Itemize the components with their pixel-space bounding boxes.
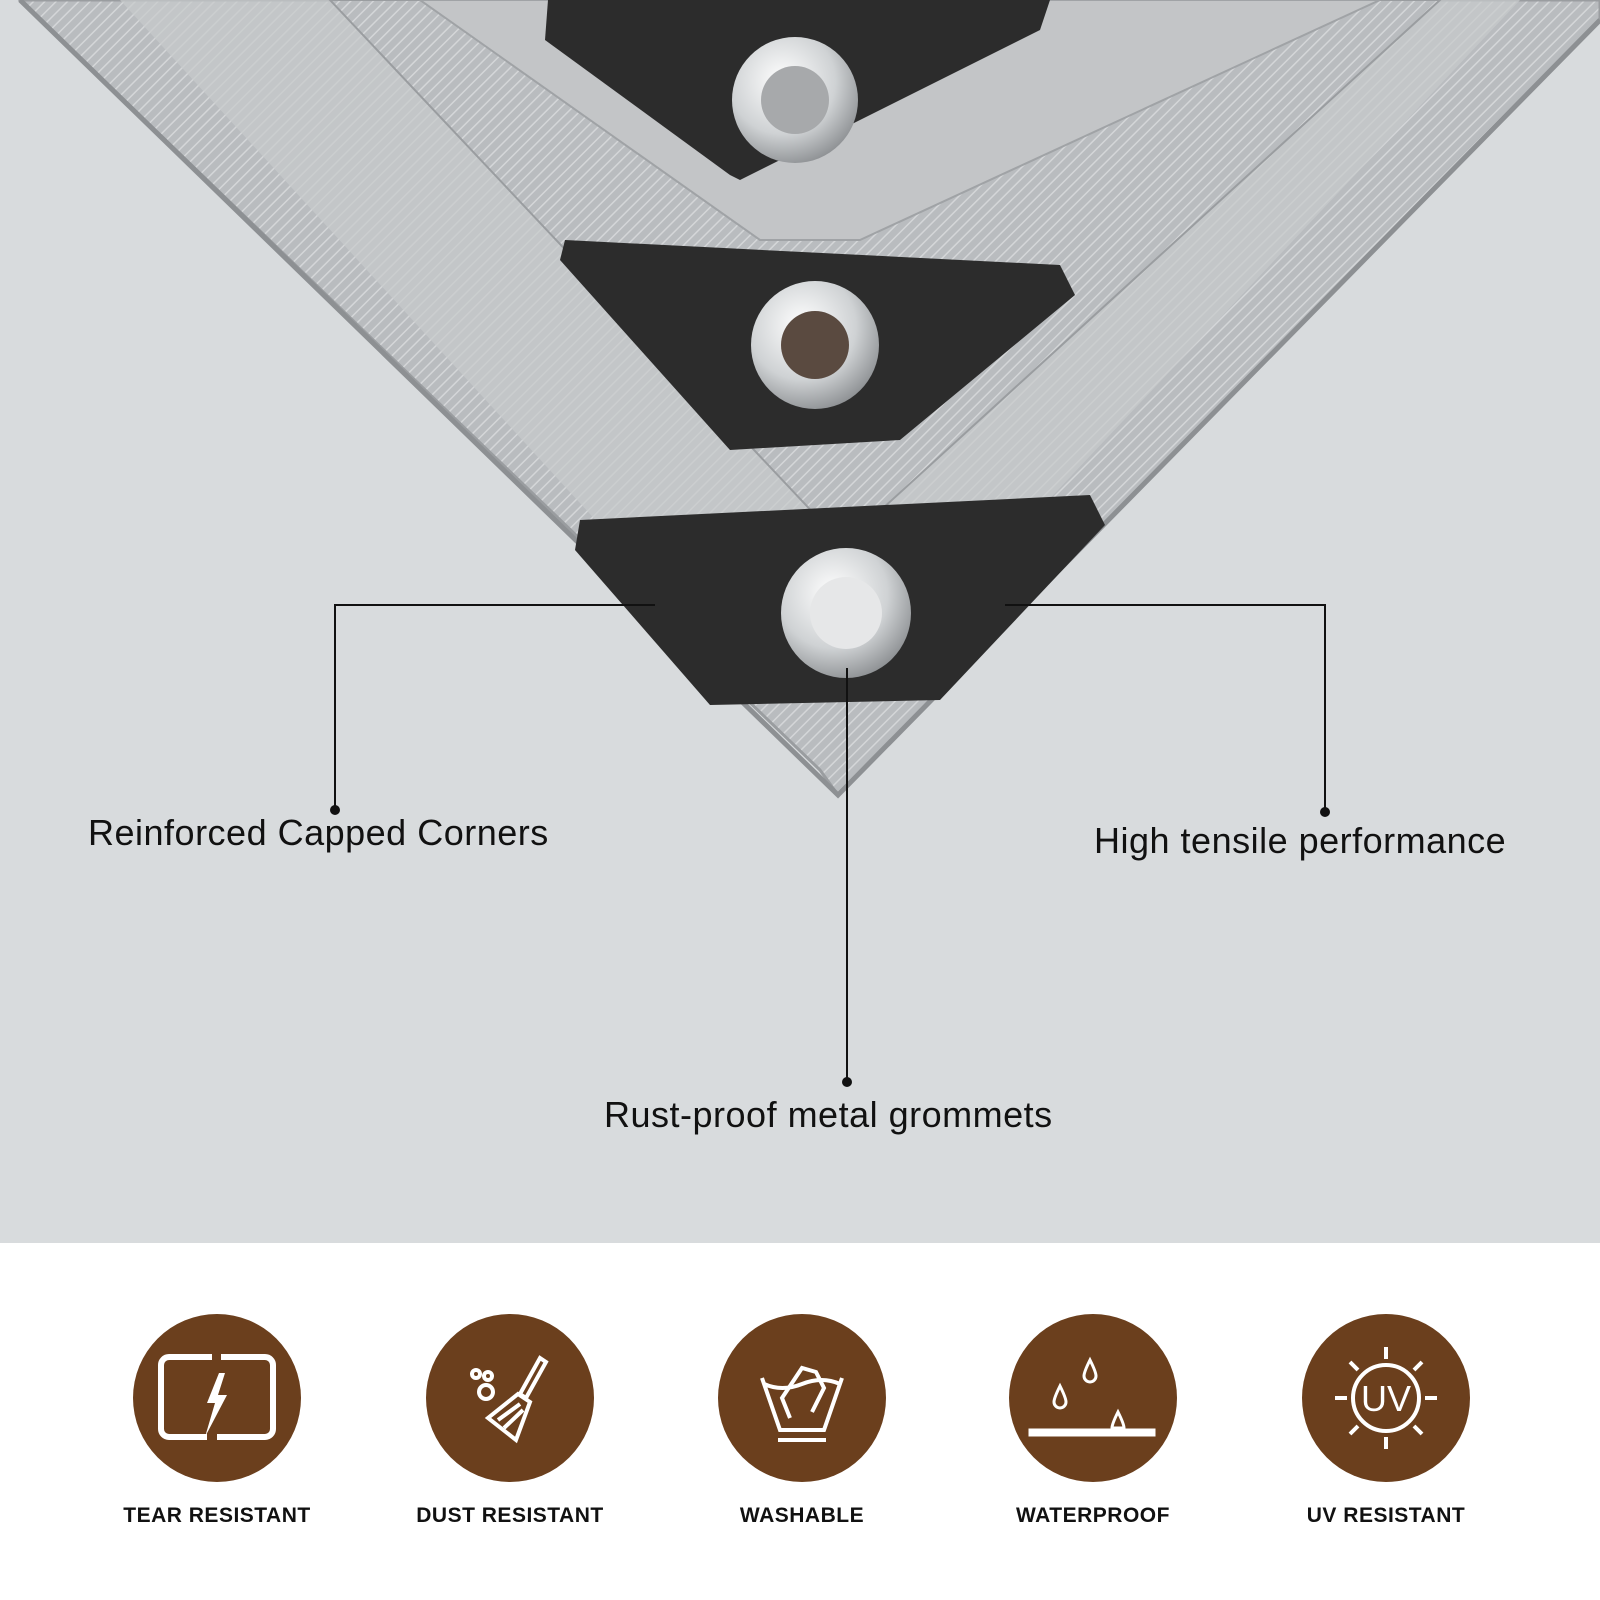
callout-lines — [334, 604, 1326, 1082]
grommet-bottom — [781, 548, 911, 678]
callout-reinforced-corners: Reinforced Capped Corners — [88, 812, 549, 853]
grommet-top — [732, 37, 858, 163]
feature-waterproof: WATERPROOF — [973, 1314, 1213, 1528]
callout-grommets: Rust-proof metal grommets — [604, 1094, 1053, 1135]
feature-label: UV RESISTANT — [1306, 1504, 1466, 1527]
water-drops-icon — [1009, 1314, 1177, 1482]
feature-washable: WASHABLE — [682, 1314, 922, 1528]
tarp-corner-illustration — [17, 0, 1600, 1087]
feature-label: WASHABLE — [739, 1504, 865, 1527]
feature-tear-resistant: TEAR RESISTANT — [97, 1314, 337, 1528]
feature-uv-resistant: UV UV RESISTANT — [1266, 1314, 1506, 1528]
tear-resistant-icon — [133, 1314, 301, 1482]
broom-icon — [426, 1314, 594, 1482]
feature-label: DUST RESISTANT — [416, 1504, 604, 1527]
uv-icon-text: UV — [1361, 1378, 1411, 1419]
feature-label: TEAR RESISTANT — [123, 1504, 311, 1527]
callout-high-tensile: High tensile performance — [1094, 820, 1507, 861]
grommet-middle — [751, 281, 879, 409]
hand-wash-icon — [718, 1314, 886, 1482]
product-photo: Reinforced Capped Corners High tensile p… — [0, 0, 1600, 1243]
feature-dust-resistant: DUST RESISTANT — [390, 1314, 630, 1528]
feature-label: WATERPROOF — [1016, 1504, 1170, 1527]
uv-sun-icon: UV — [1302, 1314, 1470, 1482]
